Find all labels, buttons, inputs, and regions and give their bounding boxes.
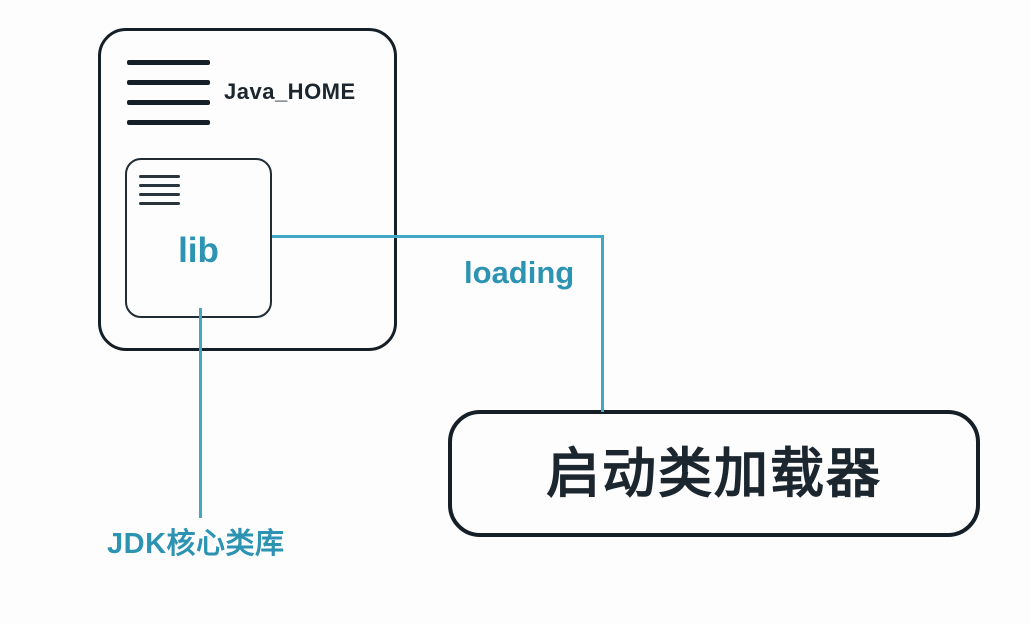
bootstrap-classloader-box: 启动类加载器 [448,410,980,537]
lib-box [125,158,272,318]
java-home-box [98,28,397,351]
bootstrap-classloader-label: 启动类加载器 [546,443,882,504]
java-home-label: Java_HOME [224,79,356,104]
lib-folder-lines-icon [139,175,180,205]
folder-lines-icon [127,60,210,125]
loading-label: loading [464,255,575,290]
lib-label: lib [178,231,219,270]
jdk-note-connector [199,308,202,518]
loading-connector-horizontal [272,235,604,238]
loading-connector-vertical [601,235,604,412]
jdk-core-library-label: JDK核心类库 [107,528,285,560]
